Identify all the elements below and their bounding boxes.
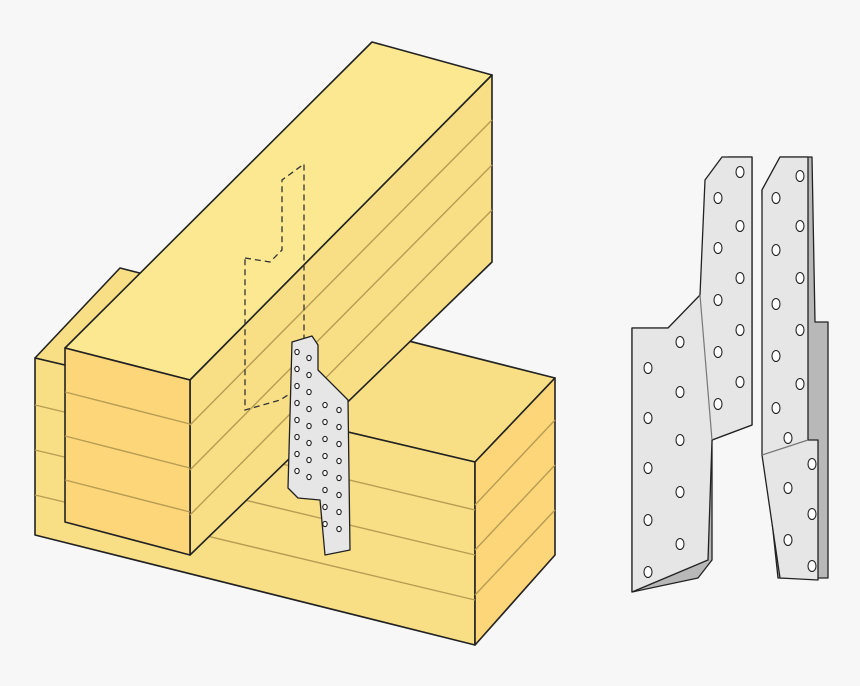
hanger-plate-right-bend: [761, 439, 809, 456]
hanger-plate-right-face: [761, 156, 819, 581]
nail-hole-icon: [294, 399, 300, 407]
nail-hole-icon: [306, 456, 312, 464]
nail-hole-icon: [336, 508, 342, 516]
nail-hole-icon: [735, 271, 745, 285]
hanger-plate-left: [631, 156, 753, 593]
nail-hole-icon: [735, 375, 745, 389]
nail-hole-icon: [294, 433, 300, 441]
nail-hole-icon: [807, 457, 817, 471]
hanger-plate-left-face: [631, 156, 753, 593]
nail-hole-icon: [713, 293, 723, 307]
nail-hole-icon: [336, 440, 342, 448]
nail-hole-icon: [306, 439, 312, 447]
nail-hole-icon: [675, 335, 685, 349]
nail-hole-icon: [643, 361, 653, 375]
hanger-plate-right-holes: [771, 169, 817, 573]
nail-hole-icon: [795, 271, 805, 285]
nail-hole-icon: [336, 406, 342, 414]
nail-hole-icon: [807, 559, 817, 573]
nail-hole-icon: [675, 385, 685, 399]
nail-hole-icon: [771, 349, 781, 363]
nail-hole-icon: [783, 431, 793, 445]
nail-hole-icon: [807, 507, 817, 521]
nail-hole-icon: [322, 469, 328, 477]
installed-hanger-plate: [287, 335, 351, 556]
nail-hole-icon: [735, 219, 745, 233]
nail-hole-icon: [675, 537, 685, 551]
nail-hole-icon: [336, 457, 342, 465]
nail-hole-icon: [294, 450, 300, 458]
nail-hole-icon: [322, 418, 328, 426]
hanger-plate-right: [761, 156, 829, 581]
nail-hole-icon: [795, 377, 805, 391]
nail-hole-icon: [771, 243, 781, 257]
nail-hole-icon: [306, 473, 312, 481]
nail-hole-icon: [322, 486, 328, 494]
dashed-hidden-outline-icon: [244, 162, 305, 411]
nail-hole-icon: [336, 423, 342, 431]
nail-hole-icon: [336, 491, 342, 499]
lower-beam-end-face: [474, 377, 556, 646]
nail-hole-icon: [771, 297, 781, 311]
nail-hole-icon: [336, 525, 342, 533]
nail-hole-icon: [643, 513, 653, 527]
nail-hole-icon: [795, 169, 805, 183]
nail-hole-icon: [322, 520, 328, 528]
nail-hole-icon: [643, 411, 653, 425]
upper-joist-grain: [64, 119, 493, 516]
nail-hole-icon: [322, 503, 328, 511]
nail-hole-icon: [735, 323, 745, 337]
nail-hole-icon: [322, 435, 328, 443]
nail-hole-icon: [336, 474, 342, 482]
nail-hole-icon: [643, 461, 653, 475]
nail-hole-icon: [713, 345, 723, 359]
nail-hole-icon: [306, 405, 312, 413]
nail-hole-icon: [675, 433, 685, 447]
nail-hole-icon: [735, 165, 745, 179]
nail-hole-icon: [771, 191, 781, 205]
nail-hole-icon: [795, 323, 805, 337]
nail-hole-icon: [783, 481, 793, 495]
nail-hole-icon: [713, 241, 723, 255]
nail-hole-icon: [294, 348, 300, 356]
nail-hole-icon: [306, 388, 312, 396]
nail-hole-icon: [294, 416, 300, 424]
hanger-plate-left-holes: [643, 165, 745, 579]
nail-hole-icon: [294, 365, 300, 373]
installed-hanger: [287, 335, 351, 556]
nail-hole-icon: [306, 354, 312, 362]
upper-joist: [64, 41, 493, 556]
nail-hole-icon: [322, 401, 328, 409]
nail-hole-icon: [306, 371, 312, 379]
nail-hole-icon: [294, 467, 300, 475]
nail-hole-icon: [713, 397, 723, 411]
nail-hole-icon: [783, 533, 793, 547]
nail-hole-icon: [306, 422, 312, 430]
nail-hole-icon: [713, 191, 723, 205]
nail-hole-icon: [643, 565, 653, 579]
nail-hole-icon: [795, 219, 805, 233]
nail-hole-icon: [675, 485, 685, 499]
nail-hole-icon: [771, 401, 781, 415]
installed-hanger-holes: [294, 348, 342, 533]
nail-hole-icon: [322, 452, 328, 460]
hanger-plate-left-bend: [699, 294, 713, 441]
nail-hole-icon: [294, 382, 300, 390]
